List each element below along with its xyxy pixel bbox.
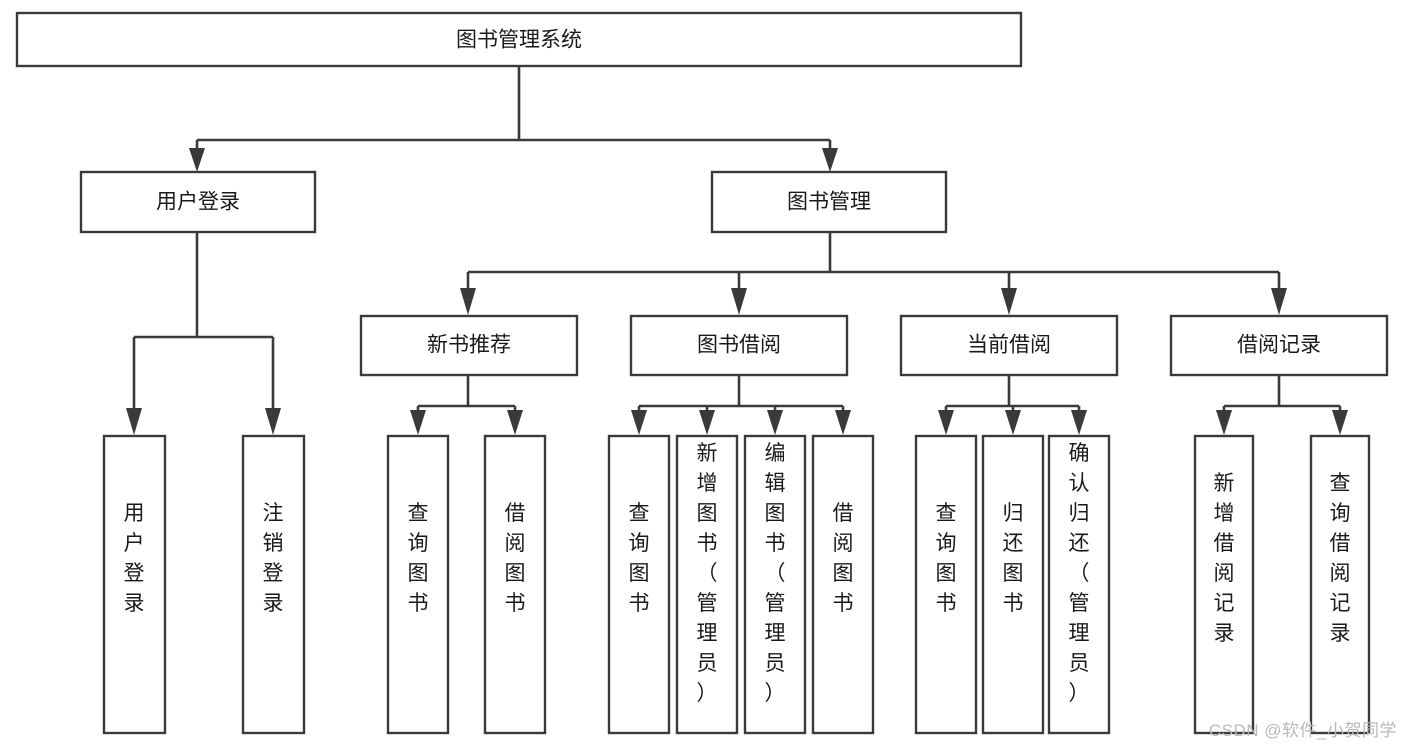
node-leaf-query-book-1[interactable]: 查询图书	[386, 434, 450, 735]
arrowhead-leaf-confirm-return	[1071, 410, 1087, 435]
node-leaf-add-record-label: 新增借阅记录	[1214, 472, 1235, 645]
arrowhead-leaf-logout-login	[265, 408, 281, 435]
node-leaf-query-book-2[interactable]: 查询图书	[607, 434, 671, 735]
arrowhead-leaf-query-book-3	[938, 410, 954, 435]
node-user-login-box[interactable]	[79, 170, 317, 234]
node-book-manage-box[interactable]	[710, 170, 948, 234]
node-root[interactable]: 图书管理系统	[15, 11, 1023, 68]
node-book-borrow-box[interactable]	[629, 314, 849, 377]
node-leaf-borrow-book-2-label: 借阅图书	[833, 502, 854, 615]
node-leaf-edit-book-box[interactable]	[743, 434, 807, 735]
node-leaf-query-book-2-box[interactable]	[607, 434, 671, 735]
node-leaf-query-book-3-box[interactable]	[914, 434, 978, 735]
node-leaf-logout-login-box[interactable]	[241, 434, 306, 735]
node-root-label: 图书管理系统	[456, 29, 582, 52]
node-leaf-borrow-book-2[interactable]: 借阅图书	[811, 434, 875, 735]
connector-group-book-borrow	[631, 375, 851, 435]
arrowhead-current-borrow	[1001, 288, 1017, 315]
arrowhead-leaf-borrow-book-1	[507, 410, 523, 435]
node-book-borrow-label: 图书借阅	[697, 334, 781, 357]
arrowhead-book-borrow	[731, 288, 747, 315]
node-leaf-query-record-box[interactable]	[1309, 434, 1371, 735]
node-book-manage[interactable]: 图书管理	[710, 170, 948, 234]
node-leaf-return-book[interactable]: 归还图书	[981, 434, 1045, 735]
node-leaf-edit-book-label: 编辑图书（管理员）	[765, 442, 786, 705]
node-new-book-recommend-label: 新书推荐	[427, 334, 511, 357]
connector-group-root	[189, 66, 838, 172]
connector-group-user-login	[126, 232, 281, 435]
node-leaf-user-login[interactable]: 用户登录	[102, 434, 167, 735]
node-borrow-record[interactable]: 借阅记录	[1169, 314, 1389, 377]
node-leaf-return-book-box[interactable]	[981, 434, 1045, 735]
node-leaf-confirm-return[interactable]: 确认归还（管理员）	[1047, 434, 1111, 735]
arrowhead-leaf-query-book-1	[410, 410, 426, 435]
node-leaf-return-book-label: 归还图书	[1003, 502, 1024, 615]
arrowhead-leaf-user-login	[126, 408, 142, 435]
node-leaf-query-record[interactable]: 查询借阅记录	[1309, 434, 1371, 735]
arrowhead-leaf-add-book	[699, 410, 715, 435]
arrowhead-leaf-query-book-2	[631, 410, 647, 435]
node-new-book-recommend[interactable]: 新书推荐	[359, 314, 579, 377]
node-leaf-logout-login-label: 注销登录	[263, 502, 284, 615]
node-current-borrow-box[interactable]	[899, 314, 1119, 377]
arrowhead-leaf-return-book	[1005, 410, 1021, 435]
arrowhead-leaf-query-record	[1332, 410, 1348, 435]
node-book-manage-label: 图书管理	[787, 191, 871, 214]
arrowhead-leaf-edit-book	[767, 410, 783, 435]
node-leaf-query-book-3[interactable]: 查询图书	[914, 434, 978, 735]
arrowhead-borrow-record	[1271, 288, 1287, 315]
arrowhead-leaf-borrow-book-2	[835, 410, 851, 435]
node-leaf-confirm-return-box[interactable]	[1047, 434, 1111, 735]
connector-group-borrow-record	[1216, 375, 1348, 435]
node-leaf-add-record-box[interactable]	[1193, 434, 1255, 735]
node-leaf-query-book-3-label: 查询图书	[936, 502, 957, 615]
node-leaf-user-login-label: 用户登录	[124, 502, 145, 615]
node-user-login-label: 用户登录	[156, 191, 240, 214]
arrowhead-book-manage	[822, 148, 838, 172]
node-leaf-borrow-book-1[interactable]: 借阅图书	[483, 434, 547, 735]
node-new-book-recommend-box[interactable]	[359, 314, 579, 377]
node-borrow-record-label: 借阅记录	[1237, 334, 1321, 357]
node-leaf-user-login-box[interactable]	[102, 434, 167, 735]
connector-group-new-book-recommend	[410, 375, 523, 435]
node-leaf-add-book[interactable]: 新增图书（管理员）	[675, 434, 739, 735]
arrowhead-leaf-add-record	[1216, 410, 1232, 435]
node-current-borrow-label: 当前借阅	[967, 334, 1051, 357]
node-leaf-edit-book[interactable]: 编辑图书（管理员）	[743, 434, 807, 735]
node-leaf-add-book-label: 新增图书（管理员）	[697, 442, 718, 705]
node-leaf-borrow-book-1-label: 借阅图书	[505, 502, 526, 615]
connector-group-current-borrow	[938, 375, 1087, 435]
node-user-login[interactable]: 用户登录	[79, 170, 317, 234]
node-leaf-add-record[interactable]: 新增借阅记录	[1193, 434, 1255, 735]
node-root-box[interactable]	[15, 11, 1023, 68]
node-leaf-borrow-book-1-box[interactable]	[483, 434, 547, 735]
node-leaf-logout-login[interactable]: 注销登录	[241, 434, 306, 735]
node-borrow-record-box[interactable]	[1169, 314, 1389, 377]
node-current-borrow[interactable]: 当前借阅	[899, 314, 1119, 377]
node-leaf-confirm-return-label: 确认归还（管理员）	[1069, 442, 1090, 705]
node-leaf-borrow-book-2-box[interactable]	[811, 434, 875, 735]
node-book-borrow[interactable]: 图书借阅	[629, 314, 849, 377]
node-leaf-query-book-1-label: 查询图书	[408, 502, 429, 615]
node-leaf-query-book-2-label: 查询图书	[629, 502, 650, 615]
node-leaf-add-book-box[interactable]	[675, 434, 739, 735]
node-leaf-query-book-1-box[interactable]	[386, 434, 450, 735]
connector-group-book-manage	[460, 232, 1287, 315]
arrowhead-new-book-recommend	[460, 288, 476, 315]
node-leaf-query-record-label: 查询借阅记录	[1330, 472, 1351, 645]
arrowhead-user-login	[189, 148, 205, 172]
